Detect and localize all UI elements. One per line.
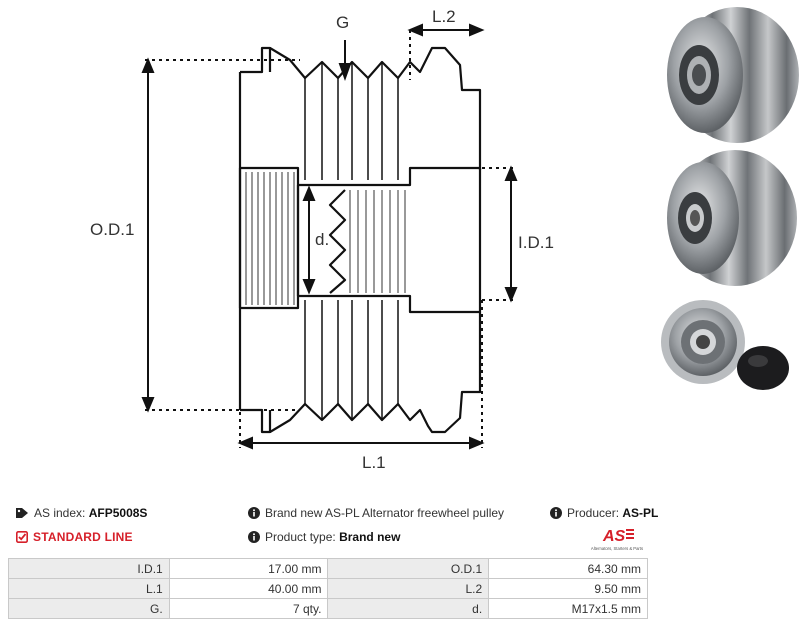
product-photos [661,7,799,390]
spec-value: 40.00 mm [168,578,329,599]
spec-value: M17x1.5 mm [488,598,648,619]
label-length-1: L.1 [362,453,386,472]
info-icon [248,531,260,543]
standard-line: STANDARD LINE [16,530,133,544]
spec-label: I.D.1 [8,558,170,579]
standard-line-label: STANDARD LINE [33,530,133,544]
as-index-label: AS index: [34,506,86,520]
pulley-photo-front-with-cap [661,300,789,390]
label-outer-diameter: O.D.1 [90,220,134,239]
product-info: AS index: AFP5008S STANDARD LINE Brand n… [16,500,658,558]
as-pl-logo: AS Alternators, Starters & Parts [591,528,643,551]
logo-mark: AS [602,528,626,545]
as-index-value: AFP5008S [88,506,148,520]
spec-value: 9.50 mm [488,578,648,599]
producer-label: Producer: [567,506,620,520]
producer: Producer: AS-PL [550,506,658,520]
info-icon [248,507,260,519]
label-thread-diameter: d. [315,230,329,249]
description: Brand new AS-PL Alternator freewheel pul… [248,506,504,520]
technical-drawing: G L.2 O.D.1 d. I.D.1 L.1 [90,7,554,472]
spec-table: I.D.1 17.00 mm O.D.1 64.30 mm L.1 40.00 … [8,558,648,619]
table-row: G. 7 qty. d. M17x1.5 mm [8,598,648,619]
product-type-label: Product type: [265,530,336,544]
info-icon [550,507,562,519]
checkbox-checked-icon [16,531,28,543]
logo-tagline: Alternators, Starters & Parts [591,546,643,551]
spec-label: L.2 [327,578,490,599]
spec-value: 17.00 mm [168,558,329,579]
product-type: Product type: Brand new [248,530,400,544]
pulley-photo-angle [667,150,797,286]
producer-value: AS-PL [622,506,659,520]
pulley-photo-side [667,7,799,143]
description-text: Brand new AS-PL Alternator freewheel pul… [265,506,505,520]
label-groove: G [336,13,349,32]
spec-value: 7 qty. [168,598,329,619]
spec-label: L.1 [8,578,170,599]
label-length-2: L.2 [432,7,456,26]
as-index: AS index: AFP5008S [16,506,147,520]
spec-label: O.D.1 [327,558,490,579]
spec-label: G. [8,598,170,619]
table-row: L.1 40.00 mm L.2 9.50 mm [8,578,648,599]
spec-label: d. [327,598,490,619]
label-inner-diameter: I.D.1 [518,233,554,252]
tag-icon [16,508,28,518]
table-row: I.D.1 17.00 mm O.D.1 64.30 mm [8,558,648,579]
product-type-value: Brand new [339,530,401,544]
spec-value: 64.30 mm [488,558,648,579]
